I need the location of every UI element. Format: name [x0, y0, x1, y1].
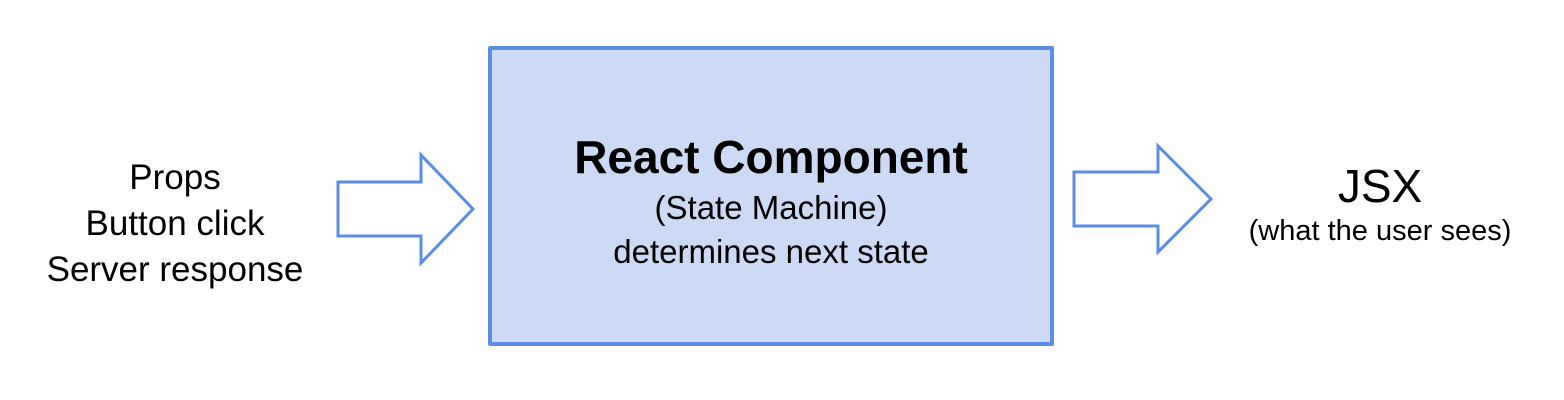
input-arrow [336, 151, 476, 267]
component-title: React Component [574, 131, 968, 183]
input-server-response-label: Server response [46, 250, 304, 289]
output-subtitle: (what the user sees) [1248, 215, 1512, 247]
component-description: determines next state [613, 233, 929, 270]
react-component-box: React Component (State Machine) determin… [488, 46, 1054, 346]
output-title: JSX [1337, 160, 1423, 212]
component-text-block: React Component (State Machine) determin… [492, 128, 1050, 274]
input-button-click-label: Button click [85, 204, 265, 243]
output-block: JSX (what the user sees) [1215, 160, 1545, 250]
input-props-label: Props [129, 158, 221, 197]
output-arrow [1072, 142, 1214, 256]
input-list: Props Button click Server response [20, 155, 330, 293]
component-subtitle: (State Machine) [654, 189, 888, 226]
